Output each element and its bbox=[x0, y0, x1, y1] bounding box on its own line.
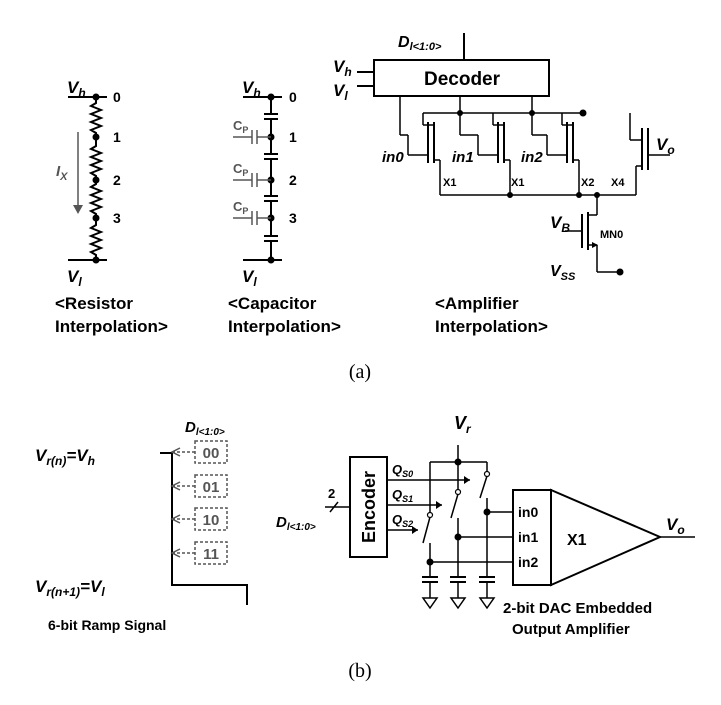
amp-vo-label: Vo bbox=[656, 135, 675, 157]
code-box-01: 01 bbox=[170, 474, 228, 498]
cp-label-2: CP bbox=[233, 161, 248, 178]
capacitor-tap-1: 1 bbox=[289, 129, 297, 145]
resistor-vh-label: Vh bbox=[67, 78, 86, 100]
mn0-label: MN0 bbox=[600, 229, 623, 241]
amp-in0-label: in0 bbox=[382, 149, 404, 166]
vr-label: Vr bbox=[454, 413, 472, 436]
bus-width-label: 2 bbox=[328, 486, 335, 501]
amp-vh-label: Vh bbox=[333, 57, 352, 79]
amp-in1-label: in1 bbox=[452, 149, 474, 166]
capacitor-caption-2: Interpolation> bbox=[228, 317, 341, 336]
ramp-d-label: Dl<1:0> bbox=[185, 419, 225, 438]
ramp-waveform bbox=[160, 452, 248, 605]
pmos-in0 bbox=[407, 113, 441, 195]
code-box-11: 11 bbox=[170, 541, 228, 565]
resistor-interpolation: IX Vh Vl 0 1 2 3 <Resistor Interpolation… bbox=[55, 78, 168, 336]
svg-text:11: 11 bbox=[203, 546, 219, 563]
dac-d-label: Dl<1:0> bbox=[276, 514, 316, 533]
sample-caps bbox=[421, 512, 496, 610]
amp-ratio-3: X2 bbox=[581, 177, 594, 189]
amp-vb-label: VB bbox=[550, 213, 570, 235]
amplifier-caption-2: Interpolation> bbox=[435, 317, 548, 336]
dac-in2-label: in2 bbox=[518, 554, 538, 570]
panel-b-caption: (b) bbox=[348, 660, 371, 682]
resistor-caption-2: Interpolation> bbox=[55, 317, 168, 336]
amp-triangle bbox=[550, 488, 663, 587]
svg-text:10: 10 bbox=[203, 512, 220, 529]
amplifier-interpolation: Dl<1:0> Decoder Vh Vl bbox=[333, 33, 675, 336]
amplifier-caption-1: <Amplifier bbox=[435, 294, 519, 313]
code-box-10: 10 bbox=[170, 507, 228, 531]
nmos-mn0 bbox=[565, 195, 624, 276]
amp-vss-label: VSS bbox=[550, 263, 576, 283]
ramp-caption: 6-bit Ramp Signal bbox=[48, 617, 166, 633]
resistor-tap-2: 2 bbox=[113, 172, 121, 188]
panel-a-caption: (a) bbox=[349, 361, 371, 383]
decoder-label: Decoder bbox=[424, 69, 501, 90]
resistor-vl-label: Vl bbox=[67, 267, 82, 289]
resistor-caption-1: <Resistor bbox=[55, 294, 133, 313]
qs2-label: QS2 bbox=[392, 512, 413, 529]
resistor-tap-3: 3 bbox=[113, 210, 121, 226]
resistor-tap-0: 0 bbox=[113, 89, 121, 105]
vrn-label: Vr(n)=Vh bbox=[35, 446, 95, 468]
dac-caption-2: Output Amplifier bbox=[512, 621, 630, 638]
capacitor-vh-label: Vh bbox=[242, 78, 261, 100]
amp-in2-label: in2 bbox=[521, 149, 543, 166]
capacitor-tap-2: 2 bbox=[289, 172, 297, 188]
capacitor-caption-1: <Capacitor bbox=[228, 294, 317, 313]
vrn1-label: Vr(n+1)=Vl bbox=[35, 577, 105, 599]
cp-label-1: CP bbox=[233, 118, 248, 135]
dac-vo-label: Vo bbox=[666, 515, 685, 537]
amp-d-label: Dl<1:0> bbox=[398, 34, 442, 53]
capacitor-tap-3: 3 bbox=[289, 210, 297, 226]
dac-in1-label: in1 bbox=[518, 529, 538, 545]
amp-ratio-1: X1 bbox=[443, 177, 456, 189]
code-box-00: 00 bbox=[170, 440, 228, 464]
ramp-signal: Dl<1:0> Vr(n)=Vh 00 01 10 11 Vr(n+ bbox=[35, 419, 248, 633]
capacitor-interpolation: CP CP CP Vh Vl 0 1 2 3 <Capacitor Interp… bbox=[228, 78, 341, 336]
pmos-x4 bbox=[629, 113, 670, 195]
amp-vl-label: Vl bbox=[333, 81, 348, 103]
svg-text:00: 00 bbox=[203, 445, 220, 462]
amp-ratio-2: X1 bbox=[511, 177, 524, 189]
qs1-label: QS1 bbox=[392, 487, 413, 504]
svg-text:01: 01 bbox=[203, 479, 220, 496]
dac-in0-label: in0 bbox=[518, 504, 538, 520]
dac-embedded-amplifier: Vr Encoder 2 Dl<1:0> QS0 QS1 QS2 bbox=[276, 413, 695, 638]
capacitor-tap-0: 0 bbox=[289, 89, 297, 105]
resistor-tap-1: 1 bbox=[113, 129, 121, 145]
encoder-label: Encoder bbox=[359, 471, 379, 543]
amp-ratio-4: X4 bbox=[611, 177, 625, 189]
cp-label-3: CP bbox=[233, 199, 248, 216]
pmos-in1 bbox=[477, 113, 511, 195]
qs0-label: QS0 bbox=[392, 462, 413, 479]
decoder-block bbox=[373, 59, 550, 97]
dac-caption-1: 2-bit DAC Embedded bbox=[503, 600, 652, 617]
ix-label: IX bbox=[56, 163, 68, 183]
pmos-in2 bbox=[546, 113, 580, 195]
capacitor-vl-label: Vl bbox=[242, 267, 257, 289]
dac-gain-label: X1 bbox=[567, 532, 587, 549]
